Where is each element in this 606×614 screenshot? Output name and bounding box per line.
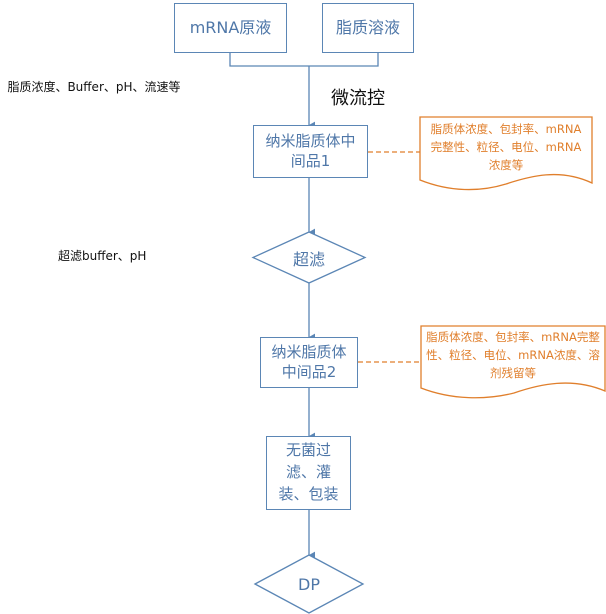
test-doc-1-text: 脂质体浓度、包封率、mRNA完整性、粒径、电位、mRNA浓度等 (430, 122, 582, 172)
lipid-solution-label: 脂质溶液 (335, 17, 400, 37)
mrna-stock-box: mRNA原液 (174, 3, 287, 53)
microfluidics-label: 微流控 (331, 88, 385, 109)
intermediate1-box: 纳米脂质体中间品1 (253, 125, 368, 178)
mixing-params-note: 脂质浓度、Buffer、pH、流速等 (7, 80, 181, 94)
test-doc-2-shape (420, 325, 606, 399)
uf-params-note: 超滤buffer、pH (58, 249, 147, 263)
ultrafiltration-diamond (251, 231, 367, 284)
filling-label: 无菌过滤、灌装、包装 (278, 441, 339, 503)
lipid-solution-box: 脂质溶液 (322, 3, 414, 53)
test-doc-1-shape (419, 116, 593, 191)
test-doc-2-text: 脂质体浓度、包封率、mRNA完整性、粒径、电位、mRNA浓度、溶剂残留等 (426, 330, 600, 380)
merge-connector (229, 53, 379, 67)
dp-diamond (253, 554, 365, 614)
dp-label: DP (298, 574, 320, 594)
filling-box: 无菌过滤、灌装、包装 (266, 436, 351, 510)
mrna-stock-label: mRNA原液 (189, 17, 272, 37)
intermediate1-label: 纳米脂质体中间品1 (265, 132, 356, 170)
intermediate2-label: 纳米脂质体中间品2 (271, 343, 347, 381)
ultrafiltration-label: 超滤 (292, 249, 325, 269)
intermediate2-box: 纳米脂质体中间品2 (260, 337, 358, 388)
